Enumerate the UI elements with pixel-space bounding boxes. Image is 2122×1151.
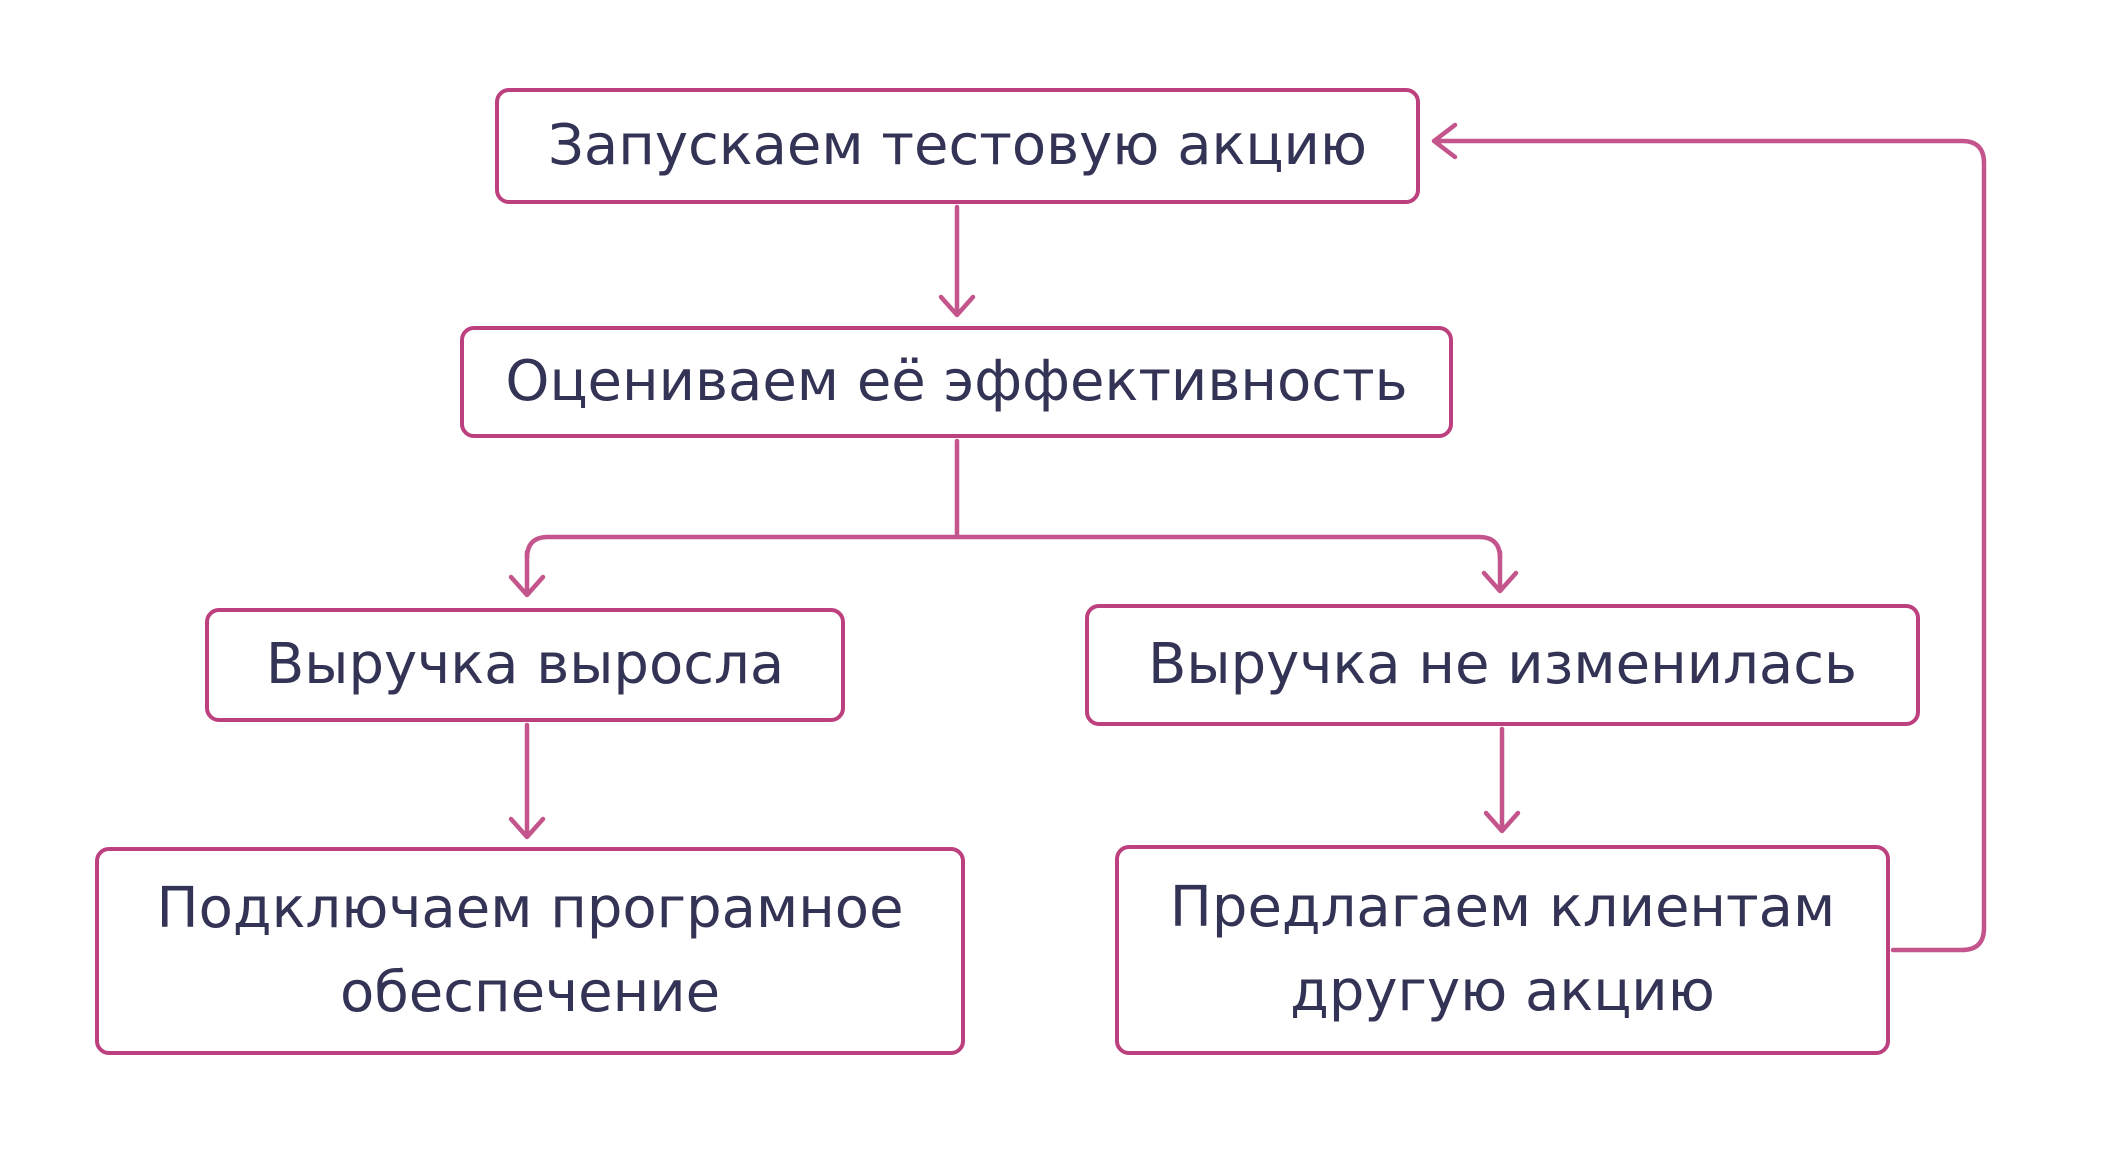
- node-offer-another-promo: Предлагаем клиентам другую акцию: [1115, 845, 1890, 1055]
- arrow-branch-to-revenue-up: [508, 549, 546, 598]
- arrow-branch-to-revenue-same: [1481, 549, 1519, 594]
- node-revenue-grew-label: Выручка выросла: [265, 632, 785, 697]
- node-launch-label: Запускаем тестовую акцию: [547, 113, 1368, 178]
- arrow-launch-to-evaluate: [938, 204, 976, 318]
- arrow-branch-horizontal: [524, 534, 1503, 561]
- node-offer-another-promo-line1: Предлагаем клиентам: [1169, 875, 1836, 940]
- node-offer-another-promo-line2: другую акцию: [1290, 959, 1715, 1024]
- node-connect-software: Подключаем програмное обеспечение: [95, 847, 965, 1055]
- arrow-loop-back-to-launch: [1431, 122, 1987, 953]
- node-launch-test-promo: Запускаем тестовую акцию: [495, 88, 1420, 204]
- arrow-revenue-same-to-another-promo: [1483, 726, 1521, 834]
- node-revenue-unchanged-label: Выручка не изменилась: [1148, 632, 1857, 697]
- node-evaluate-effectiveness: Оцениваем её эффективность: [460, 326, 1453, 438]
- arrow-revenue-up-to-software: [508, 722, 546, 840]
- node-revenue-unchanged: Выручка не изменилась: [1085, 604, 1920, 726]
- node-connect-software-line1: Подключаем програмное: [156, 876, 904, 941]
- node-connect-software-line2: обеспечение: [339, 960, 721, 1025]
- node-evaluate-label: Оцениваем её эффективность: [505, 349, 1408, 414]
- node-revenue-grew: Выручка выросла: [205, 608, 845, 722]
